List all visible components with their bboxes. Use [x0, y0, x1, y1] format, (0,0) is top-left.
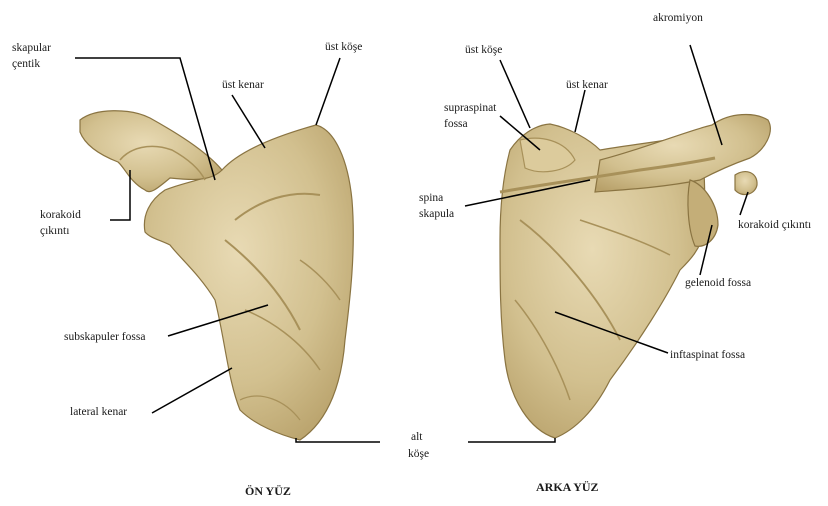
label-akromiyon: akromiyon — [653, 11, 703, 25]
label-centik: çentik — [12, 57, 40, 71]
label-back-ust-kenar: üst kenar — [566, 78, 608, 92]
leader-back-ust-kenar — [575, 90, 585, 132]
back-glenoid — [688, 180, 718, 246]
front-coracoid — [80, 111, 222, 192]
label-inftaspinat-fossa: inftaspinat fossa — [670, 348, 745, 362]
leader-alt-kose-back — [468, 438, 555, 442]
caption-arka-yuz: ARKA YÜZ — [536, 480, 599, 495]
label-cikinti: çıkıntı — [40, 224, 69, 238]
label-korakoid: korakoid — [40, 208, 81, 222]
label-gelenoid-fossa: gelenoid fossa — [685, 276, 751, 290]
label-skapular: skapular — [12, 41, 51, 55]
label-kose: köşe — [408, 447, 429, 461]
leader-lateral-kenar — [152, 368, 232, 413]
front-scapula — [80, 111, 353, 440]
label-supraspinat: supraspinat — [444, 101, 496, 115]
leader-front-ust-kose — [316, 58, 340, 125]
label-front-ust-kenar: üst kenar — [222, 78, 264, 92]
leader-alt-kose-front — [296, 438, 380, 442]
label-skapula: skapula — [419, 207, 454, 221]
label-lateral-kenar: lateral kenar — [70, 405, 127, 419]
leader-front-ust-kenar — [232, 95, 265, 148]
label-subskapuler-fossa: subskapuler fossa — [64, 330, 145, 344]
leader-back-ust-kose — [500, 60, 530, 128]
label-supraspinat-fossa: fossa — [444, 117, 468, 131]
leader-korakoid — [110, 170, 130, 220]
leader-korakoid-back — [740, 192, 748, 215]
label-korakoid-cikinti: korakoid çıkıntı — [738, 218, 811, 232]
caption-on-yuz: ÖN YÜZ — [245, 484, 291, 499]
label-back-ust-kose: üst köşe — [465, 43, 502, 57]
back-coracoid — [735, 172, 757, 195]
label-front-ust-kose: üst köşe — [325, 40, 362, 54]
label-alt: alt — [411, 430, 423, 444]
label-spina: spina — [419, 191, 443, 205]
